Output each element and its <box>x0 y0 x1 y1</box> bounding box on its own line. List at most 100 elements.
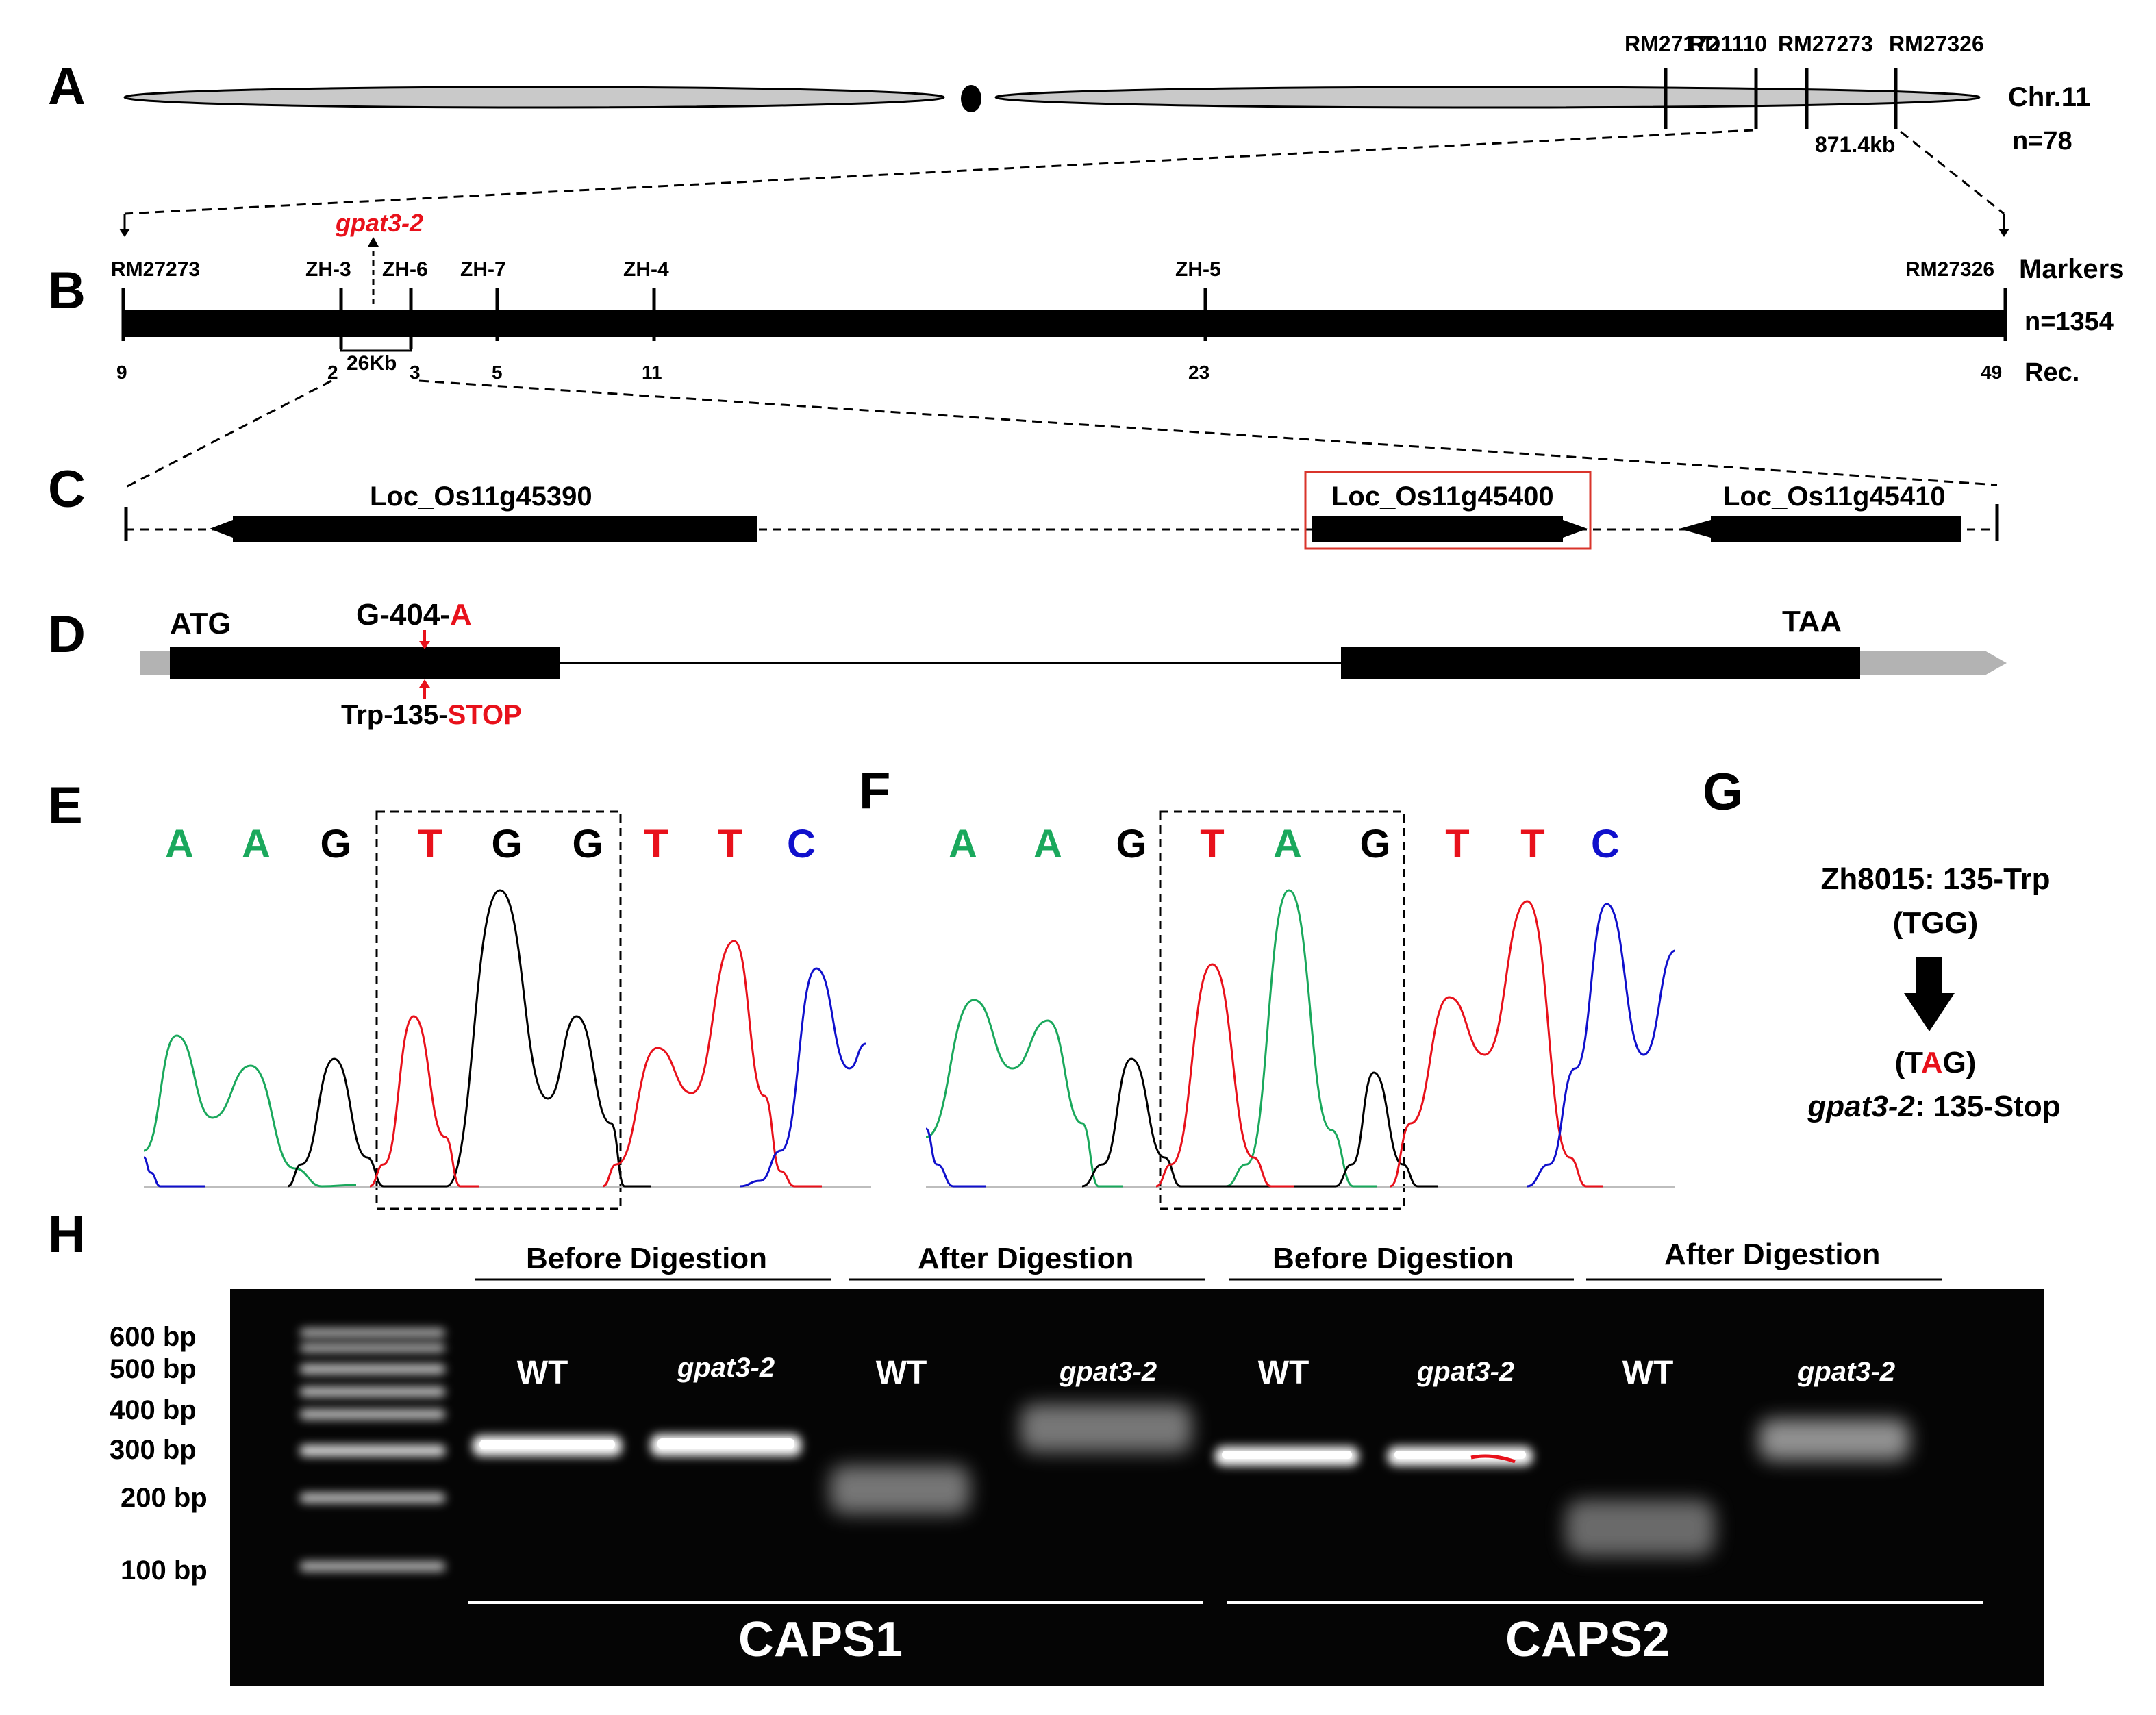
gene-direction-arrow <box>1679 520 1711 538</box>
fine-marker-name: ZH-4 <box>623 258 669 281</box>
five-prime-utr <box>140 651 170 675</box>
ladder-band <box>300 1493 445 1503</box>
stop-codon-label: TAA <box>1782 605 1842 638</box>
chromatogram-wt <box>143 889 866 1188</box>
chromatogram-trace <box>287 889 651 1188</box>
fine-map-bar <box>122 310 2007 337</box>
base-letter: T <box>1520 822 1544 866</box>
pcr-band-core <box>657 1438 794 1449</box>
pcr-band-core <box>479 1440 615 1449</box>
assay-label: CAPS2 <box>1505 1612 1670 1667</box>
fine-marker-name: RM27326 <box>1905 258 1994 281</box>
interval-bracket <box>340 349 412 352</box>
lane-label: WT <box>517 1355 568 1391</box>
ladder-band <box>300 1562 445 1571</box>
digested-band <box>1566 1500 1715 1556</box>
guide-arrowhead <box>119 229 130 237</box>
fine-marker-name: ZH-7 <box>460 258 506 281</box>
panel-label-d: D <box>48 605 86 664</box>
conversion-arrowhead <box>1904 993 1955 1031</box>
fine-marker-name: ZH-3 <box>305 258 351 281</box>
base-letter: A <box>949 822 977 866</box>
marker-label: RD1110 <box>1689 32 1767 56</box>
chromosome-short-arm <box>123 86 945 109</box>
lane-label: WT <box>1622 1355 1674 1391</box>
recombinant-count: 11 <box>642 362 662 383</box>
zoom-guide-right <box>1900 130 2005 215</box>
chromatogram-trace <box>143 1034 357 1188</box>
panel-label-e: E <box>48 777 83 835</box>
chromatogram-mutant <box>925 889 1676 1188</box>
guide-arrowhead <box>1998 229 2009 237</box>
gene-body <box>1312 516 1563 542</box>
group-header: Before Digestion <box>526 1242 767 1275</box>
gene-pointer-arrowhead <box>368 237 379 247</box>
mutation-arrowhead <box>419 641 430 649</box>
base-letter: A <box>1273 822 1302 866</box>
base-letter: T <box>644 822 668 866</box>
ladder-lane <box>300 1329 445 1571</box>
nucleotide-change-label: G-404-A <box>356 598 472 631</box>
exon-1 <box>170 647 560 679</box>
codon-box-mutant <box>1159 810 1405 1210</box>
gel-image <box>230 1289 2044 1686</box>
undigested-band <box>1020 1404 1192 1452</box>
recombinant-label: Rec. <box>2025 358 2079 387</box>
base-letter: T <box>718 822 742 866</box>
gene-direction-arrow <box>210 520 233 538</box>
interval-size-a: 871.4kb <box>1815 132 1895 157</box>
recombinant-count: 9 <box>116 362 127 383</box>
digested-band <box>830 1466 970 1514</box>
fine-marker-name: ZH-5 <box>1175 258 1221 281</box>
base-letter: G <box>1116 822 1146 866</box>
lane-label: gpat3-2 <box>1059 1357 1157 1387</box>
exon-2 <box>1341 647 1860 679</box>
base-letter: C <box>1591 822 1620 866</box>
panel-label-h: H <box>48 1205 86 1264</box>
chromatogram-trace <box>369 1015 479 1188</box>
chromatogram-trace <box>925 1127 986 1188</box>
pcr-band-core <box>1222 1451 1352 1459</box>
base-letter: T <box>1445 822 1469 866</box>
panel-label-a: A <box>48 58 86 116</box>
zoom-guide-left <box>124 379 332 489</box>
gene-body <box>1711 516 1961 542</box>
panel-label-g: G <box>1703 763 1743 821</box>
recombinant-count: 5 <box>492 362 503 383</box>
gene-label: Loc_Os11g45410 <box>1723 481 1946 512</box>
chromatogram-trace <box>1081 1057 1438 1188</box>
assay-label: CAPS1 <box>738 1612 903 1667</box>
gene-label: Loc_Os11g45400 <box>1331 481 1554 512</box>
mutation-arrowhead <box>419 679 430 688</box>
ladder-band <box>300 1344 445 1352</box>
lane-label: WT <box>876 1355 927 1391</box>
ladder-size-label: 200 bp <box>121 1483 208 1513</box>
chromatogram-trace <box>143 1156 205 1188</box>
zoom-guide-right <box>418 379 1998 486</box>
band-red-mark <box>1470 1454 1516 1464</box>
chromatogram-trace <box>925 999 1123 1188</box>
ladder-band <box>300 1387 445 1397</box>
panel-label-b: B <box>48 262 86 320</box>
group-header: After Digestion <box>918 1242 1133 1275</box>
start-codon-label: ATG <box>170 607 231 640</box>
base-letter: T <box>418 822 442 866</box>
wildtype-codon: (TGG) <box>1893 906 1979 940</box>
chromatogram-trace <box>739 967 866 1188</box>
conversion-arrow-shaft <box>1916 957 1942 994</box>
marker-label: RM27172 <box>1625 32 1720 56</box>
lane-label: WT <box>1258 1355 1309 1391</box>
ladder-size-label: 300 bp <box>110 1435 197 1465</box>
undigested-band <box>1759 1419 1909 1460</box>
panel-label-c: C <box>48 460 86 518</box>
panel-label-f: F <box>859 762 890 820</box>
chromosome-name: Chr.11 <box>2008 82 2090 112</box>
gene-body <box>233 516 757 542</box>
base-letter: G <box>1359 822 1390 866</box>
panel-d: D ATG TAA G-404-A Trp-135-STOP <box>48 598 2007 730</box>
panel-c: C Loc_Os11g45390 Loc_Os11g45400 Loc_Os11… <box>48 460 1999 550</box>
markers-label: Markers <box>2019 254 2124 284</box>
recombinant-count: 49 <box>1981 362 2002 383</box>
